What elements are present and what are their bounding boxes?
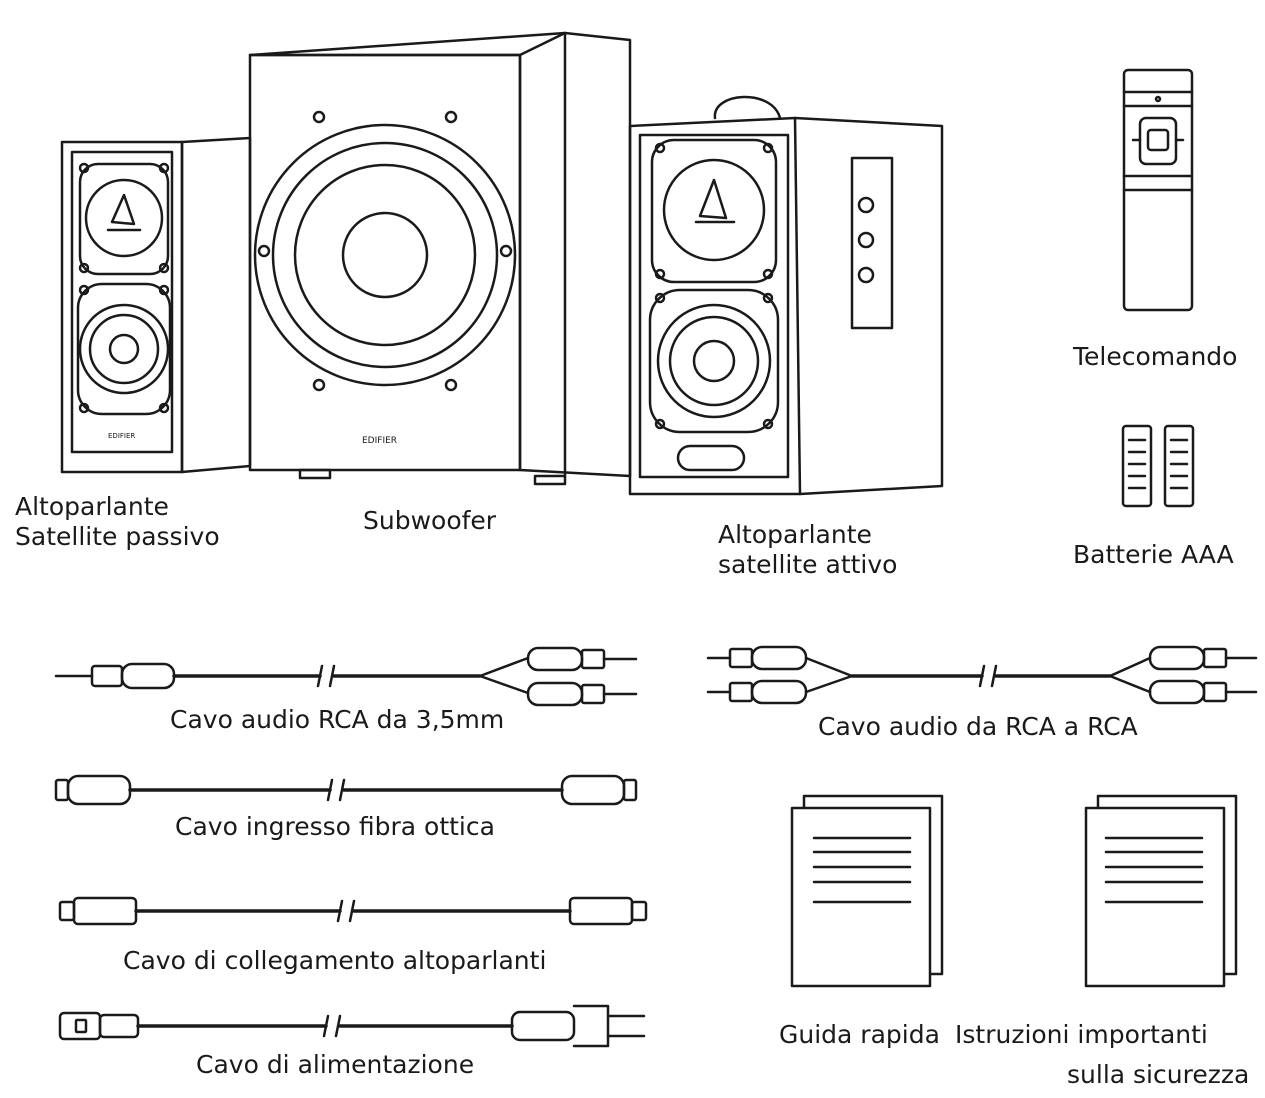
label-passive-line1: Altoparlante bbox=[15, 492, 169, 521]
label-subwoofer: Subwoofer bbox=[363, 506, 497, 535]
speaker-connection-cable bbox=[58, 896, 648, 926]
label-cable-power: Cavo di alimentazione bbox=[196, 1050, 475, 1079]
label-remote: Telecomando bbox=[1073, 342, 1238, 371]
label-quick-guide: Guida rapida bbox=[779, 1020, 940, 1049]
subwoofer bbox=[248, 31, 632, 486]
speaker-logo: EDIFIER bbox=[108, 432, 135, 440]
remote-control bbox=[1122, 68, 1194, 312]
label-active-line2: satellite attivo bbox=[718, 550, 898, 579]
label-cable-speaker: Cavo di collegamento altoparlanti bbox=[123, 946, 547, 975]
quick-guide-booklet bbox=[790, 794, 944, 988]
label-cable-optical: Cavo ingresso fibra ottica bbox=[175, 812, 495, 841]
optical-cable bbox=[54, 774, 638, 806]
label-batteries: Batterie AAA bbox=[1073, 540, 1234, 569]
subwoofer-logo: EDIFIER bbox=[362, 436, 397, 446]
power-cable bbox=[58, 1004, 646, 1048]
label-safety-line1: Istruzioni importanti bbox=[955, 1020, 1208, 1049]
label-active-satellite: Altoparlante satellite attivo bbox=[718, 520, 897, 580]
label-passive-satellite: Altoparlante Satellite passivo bbox=[15, 492, 220, 552]
passive-satellite-speaker bbox=[60, 136, 252, 474]
label-safety-line2: sulla sicurezza bbox=[1067, 1060, 1250, 1089]
safety-instructions-booklet bbox=[1084, 794, 1238, 988]
aaa-batteries bbox=[1121, 424, 1195, 508]
rca-rca-cable bbox=[706, 645, 1258, 705]
label-passive-line2: Satellite passivo bbox=[15, 522, 220, 551]
label-active-line1: Altoparlante bbox=[718, 520, 872, 549]
active-satellite-speaker bbox=[628, 95, 944, 496]
label-cable-rca35: Cavo audio RCA da 3,5mm bbox=[170, 705, 505, 734]
rca-35mm-cable bbox=[54, 646, 638, 707]
label-cable-rca-rca: Cavo audio da RCA a RCA bbox=[818, 712, 1138, 741]
